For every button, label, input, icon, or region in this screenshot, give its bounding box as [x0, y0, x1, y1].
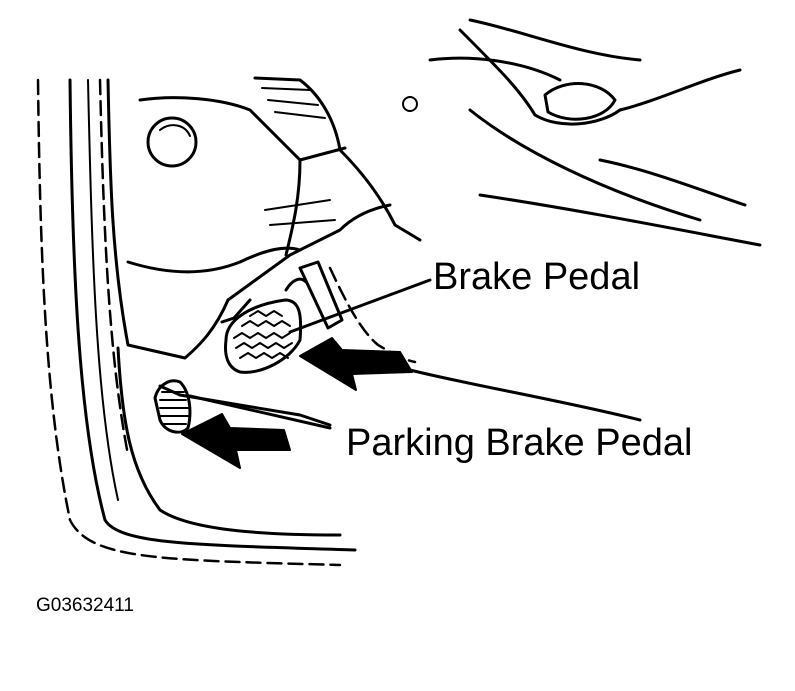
door-frame: [36, 78, 357, 567]
brake-pedal-label: Brake Pedal: [433, 256, 641, 298]
brake-pedal-drawing: [220, 260, 344, 374]
brake-pedal-arrow: [299, 337, 413, 391]
parking-brake-arrow: [181, 413, 291, 469]
parking-brake-pedal-drawing: [153, 379, 192, 434]
steering-column: [458, 18, 747, 207]
dashboard: [106, 56, 762, 360]
brake-pedal-leader-line: [288, 278, 432, 334]
figure-id: G03632411: [36, 595, 134, 616]
floor-lines: [158, 266, 642, 427]
parking-brake-leader-line: [188, 394, 332, 430]
parking-brake-pedal-label: Parking Brake Pedal: [346, 422, 693, 464]
